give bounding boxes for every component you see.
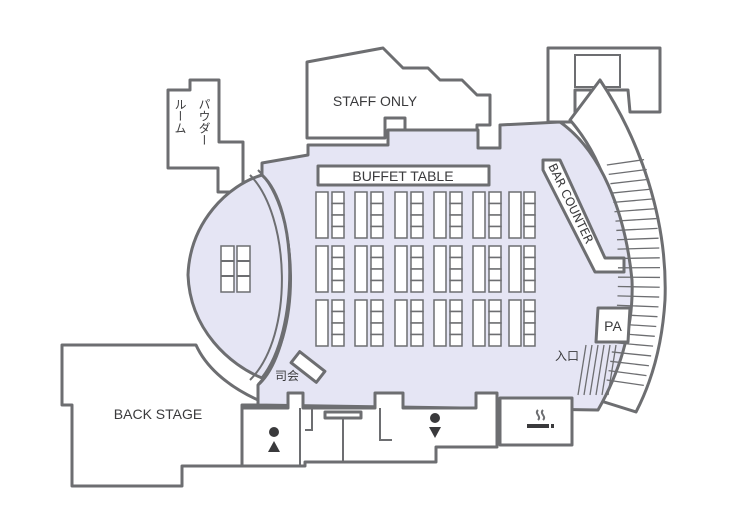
buffet-table-label: BUFFET TABLE xyxy=(352,168,453,184)
table-set xyxy=(354,299,384,347)
seating-step xyxy=(608,370,647,377)
table-set xyxy=(508,245,536,293)
table-set xyxy=(433,191,463,239)
entrance-step xyxy=(583,344,593,396)
smoking-room xyxy=(498,396,574,447)
seating-step xyxy=(610,360,649,367)
table-set xyxy=(508,191,536,239)
table-set xyxy=(394,191,424,239)
smoking-area-icon xyxy=(527,409,554,428)
table-set xyxy=(315,245,345,293)
seating-step xyxy=(610,178,650,185)
table-set xyxy=(508,299,536,347)
seating-step xyxy=(611,351,652,357)
staff-only-room xyxy=(305,46,492,140)
seating-steps xyxy=(606,159,660,387)
back-stage-label: BACK STAGE xyxy=(114,406,202,422)
seating-step xyxy=(615,217,657,222)
entrance-step xyxy=(577,344,587,396)
seating-step xyxy=(617,285,660,288)
seating-step xyxy=(617,257,660,260)
entrance-step xyxy=(607,344,617,396)
seating-step xyxy=(616,304,659,308)
seating-step xyxy=(614,208,656,213)
powder-room-label-2: ルーム xyxy=(173,98,187,134)
buffet-table xyxy=(316,164,491,187)
table-set xyxy=(315,299,345,347)
seating-step xyxy=(606,379,644,387)
seating-step xyxy=(611,188,652,194)
table-set xyxy=(472,245,502,293)
bar-counter xyxy=(541,158,626,274)
back-stage xyxy=(60,343,260,488)
seating-step xyxy=(617,295,660,298)
female-restroom-icon xyxy=(268,427,280,452)
stage-edge-2 xyxy=(257,169,292,385)
powder-room xyxy=(166,78,245,194)
mc-podium xyxy=(289,350,327,384)
table-set xyxy=(394,245,424,293)
entrance-step xyxy=(589,344,599,396)
table-set xyxy=(354,191,384,239)
partition xyxy=(323,410,363,420)
seating-step xyxy=(617,247,660,250)
male-restroom-icon xyxy=(429,413,441,438)
table-set xyxy=(433,299,463,347)
seating-step xyxy=(608,168,647,175)
powder-room-label-1: パウダー xyxy=(197,98,211,146)
entrance-stairs xyxy=(577,344,617,396)
guest-tables xyxy=(315,191,536,347)
seating-step xyxy=(616,227,658,232)
stage-tables xyxy=(220,245,251,293)
seating-step xyxy=(616,237,659,241)
table-set xyxy=(315,191,345,239)
entrance-step xyxy=(601,344,611,396)
seating-step xyxy=(613,198,654,204)
table-set xyxy=(433,245,463,293)
pa-label: PA xyxy=(604,318,622,334)
entrance-label: 入口 xyxy=(555,349,579,363)
table-set xyxy=(472,299,502,347)
mc-label: 司会 xyxy=(275,369,299,383)
table-set xyxy=(472,191,502,239)
table-set xyxy=(394,299,424,347)
restroom-block xyxy=(240,391,499,468)
staff-only-label: STAFF ONLY xyxy=(333,93,418,109)
pa-booth xyxy=(594,306,632,344)
entrance-step xyxy=(595,344,605,396)
stage-edge-1 xyxy=(249,174,283,381)
table-set xyxy=(354,245,384,293)
seating-step xyxy=(606,159,645,166)
